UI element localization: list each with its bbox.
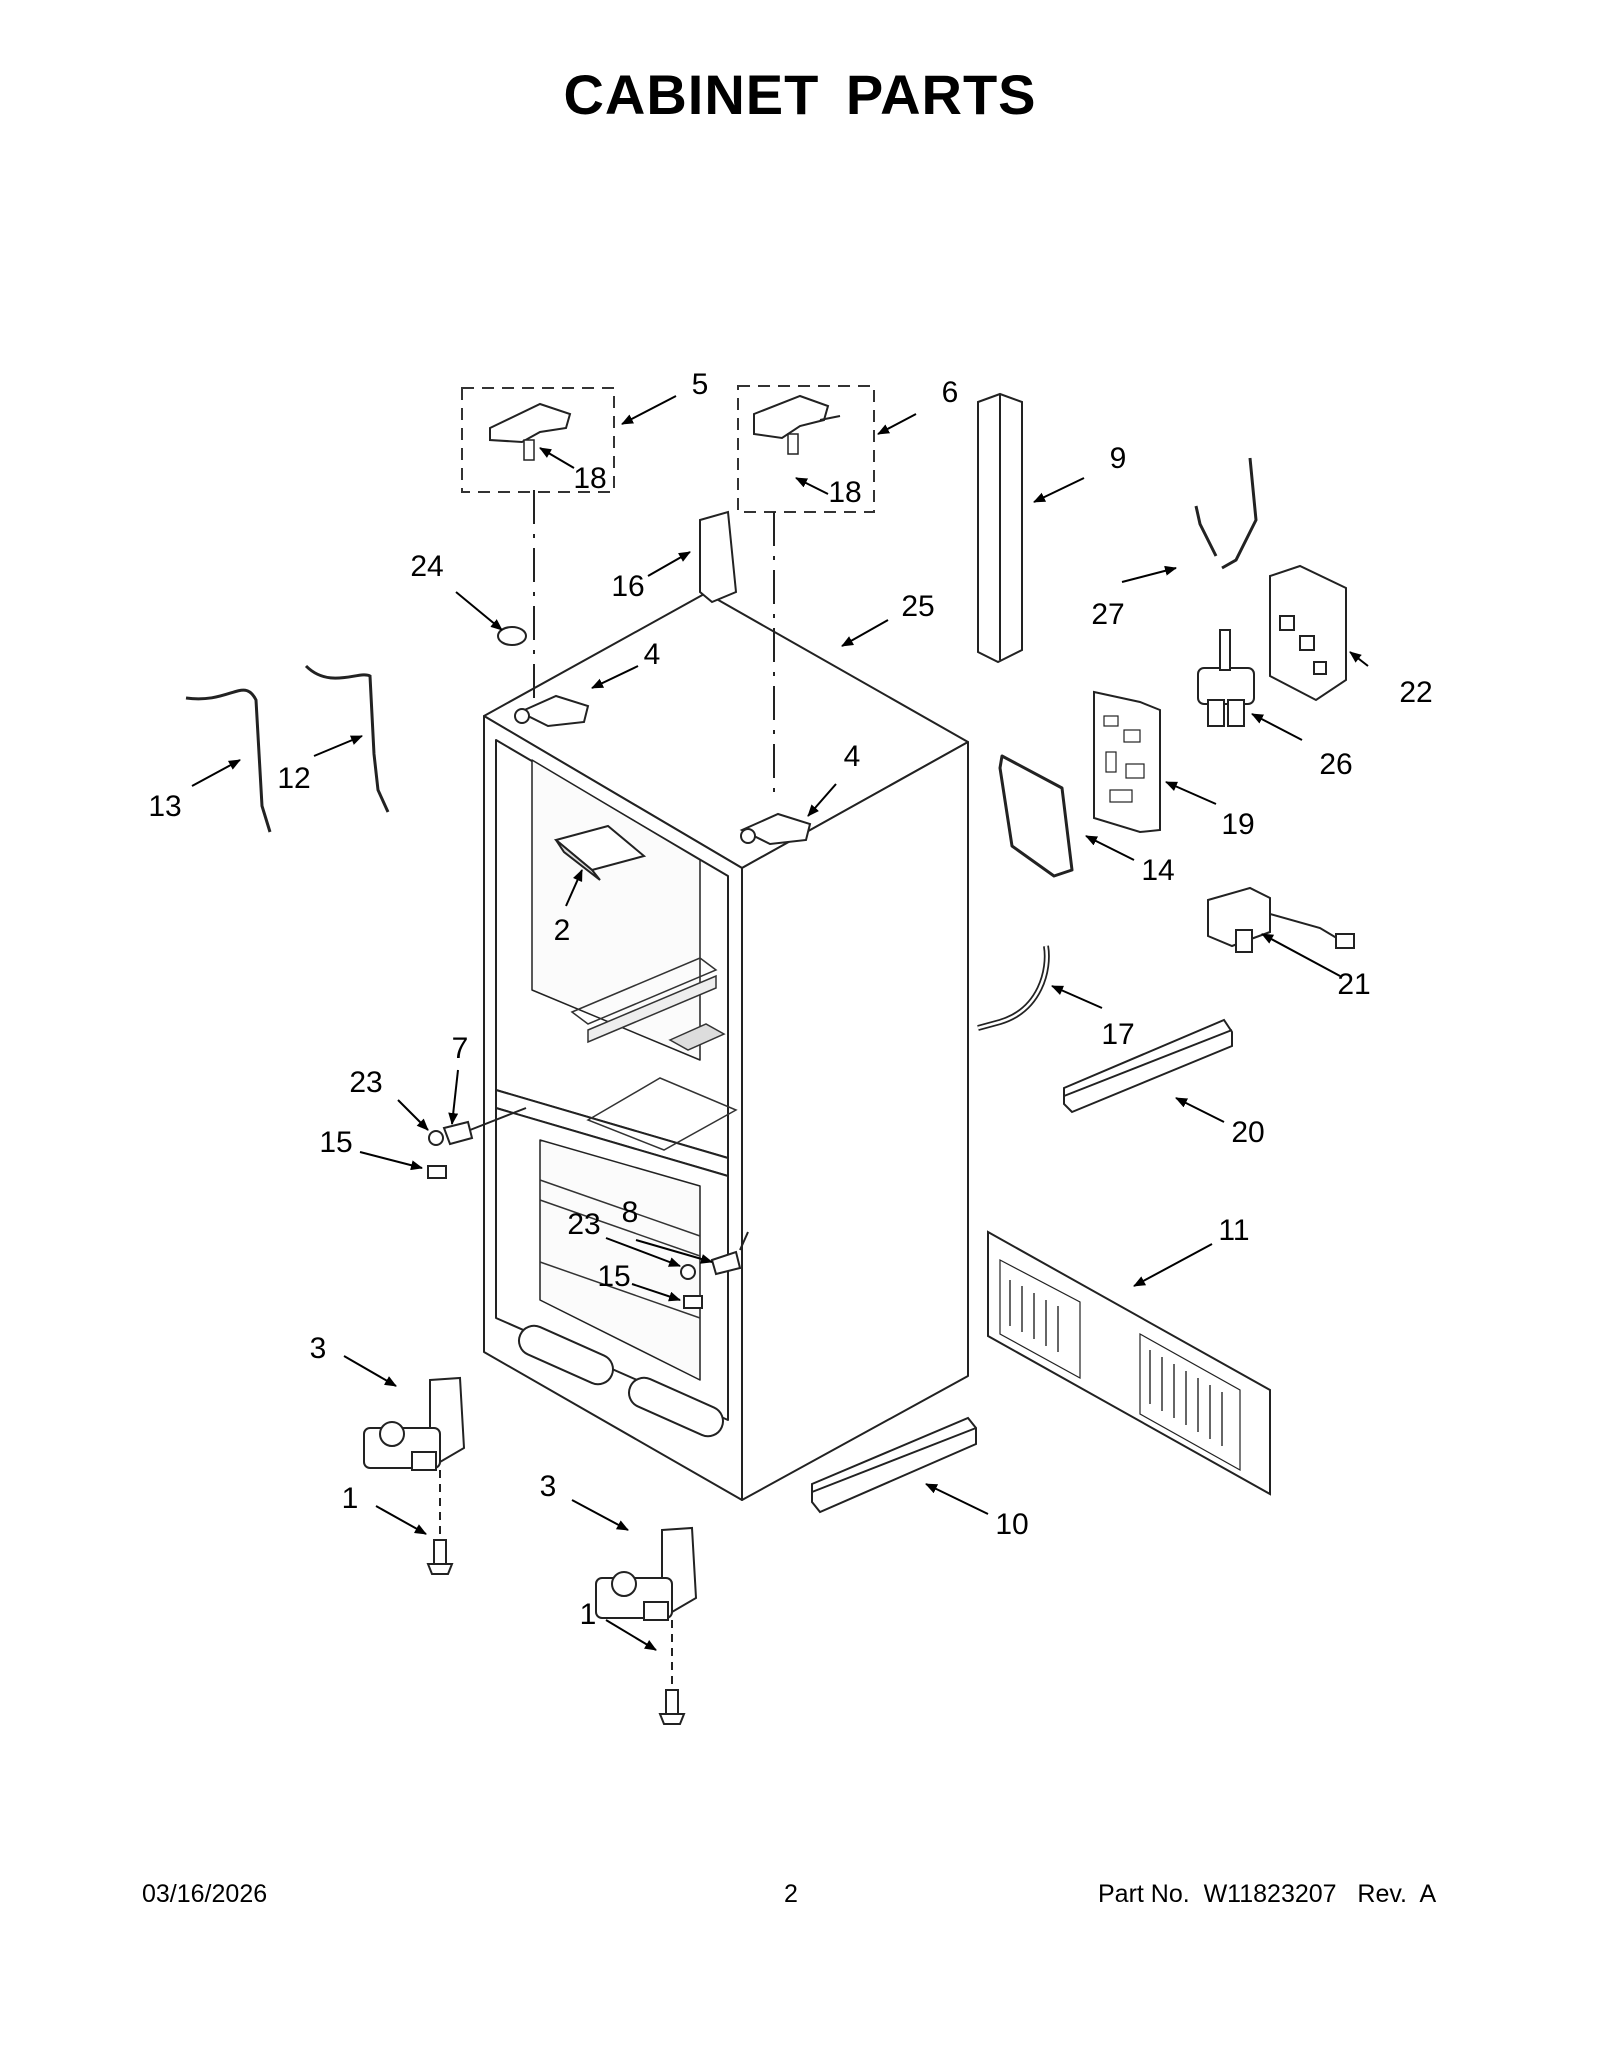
part-3-bottom-hinge-left xyxy=(363,1376,466,1540)
part-3-bottom-hinge-right xyxy=(595,1526,698,1690)
callout-27: 27 xyxy=(1091,598,1124,631)
callout-18: 18 xyxy=(828,476,861,509)
callout-11: 11 xyxy=(1218,1214,1249,1247)
callout-9: 9 xyxy=(1110,442,1127,475)
callout-6: 6 xyxy=(942,376,959,409)
callout-16: 16 xyxy=(611,570,644,603)
callout-2: 2 xyxy=(554,914,571,947)
callout-4: 4 xyxy=(844,740,861,773)
callout-17: 17 xyxy=(1101,1018,1134,1051)
part-26-water-valve xyxy=(1197,629,1255,727)
part-20-trim-strip xyxy=(1063,1018,1233,1114)
part-6-top-hinge-assembly xyxy=(737,385,875,800)
part-7-hinge-bracket xyxy=(442,1107,527,1146)
callout-15: 15 xyxy=(319,1126,352,1159)
part-19-control-board xyxy=(1093,690,1161,834)
callout-1: 1 xyxy=(580,1598,597,1631)
part-8-hinge-bracket xyxy=(710,1231,749,1276)
callout-4: 4 xyxy=(644,638,661,671)
callout-18: 18 xyxy=(573,462,606,495)
cabinet-body xyxy=(483,592,969,1501)
leader-arrows xyxy=(191,395,1369,1651)
footer-page-number: 2 xyxy=(784,1880,798,1908)
part-5-top-hinge-assembly xyxy=(461,387,615,700)
callout-25: 25 xyxy=(901,590,934,623)
part-22-valve-bracket xyxy=(1269,564,1347,702)
footer-date: 03/16/2026 xyxy=(142,1880,268,1908)
callout-3: 3 xyxy=(310,1332,327,1365)
callout-10: 10 xyxy=(995,1508,1028,1541)
part-21-ice-maker-valve xyxy=(1207,886,1355,953)
callout-12: 12 xyxy=(277,762,310,795)
part-27-water-tube xyxy=(1194,457,1258,570)
part-23-washers xyxy=(428,1130,696,1280)
callout-7: 7 xyxy=(452,1032,469,1065)
callout-15: 15 xyxy=(597,1260,630,1293)
callout-5: 5 xyxy=(692,368,709,401)
callout-23: 23 xyxy=(567,1208,600,1241)
callout-1: 1 xyxy=(342,1482,359,1515)
callout-22: 22 xyxy=(1399,676,1432,709)
footer-part-number: Part No. W11823207 Rev. A xyxy=(1098,1880,1437,1908)
page-title: CABINET PARTS xyxy=(563,63,1037,126)
part-16-hinge-cover xyxy=(699,510,738,604)
callout-13: 13 xyxy=(148,790,181,823)
callout-26: 26 xyxy=(1319,748,1352,781)
part-10-bottom-grille-strip xyxy=(811,1416,977,1514)
callout-23: 23 xyxy=(349,1066,382,1099)
part-2-shelf-bracket xyxy=(553,824,647,881)
part-12-13-tubing xyxy=(185,664,390,833)
part-9-vertical-trim xyxy=(977,392,1023,664)
callout-24: 24 xyxy=(410,550,443,583)
callout-19: 19 xyxy=(1221,808,1254,841)
callout-labels: 5 6 18 18 9 24 16 25 27 4 22 26 13 12 4 … xyxy=(148,368,1432,1631)
part-1-bolts xyxy=(426,1539,686,1725)
callout-21: 21 xyxy=(1337,968,1370,1001)
cabinet-interior-details xyxy=(539,957,738,1319)
part-4-hinge-brackets xyxy=(514,694,812,846)
part-11-vent-slots xyxy=(1009,1280,1223,1446)
callout-8: 8 xyxy=(622,1196,639,1229)
part-15-screws xyxy=(427,1165,703,1309)
callout-3: 3 xyxy=(540,1470,557,1503)
part-11-rear-access-panel xyxy=(987,1230,1271,1496)
part-14-cover-plate xyxy=(998,754,1074,878)
callout-14: 14 xyxy=(1141,854,1174,887)
callout-20: 20 xyxy=(1231,1116,1264,1149)
part-24-plug xyxy=(497,626,527,646)
